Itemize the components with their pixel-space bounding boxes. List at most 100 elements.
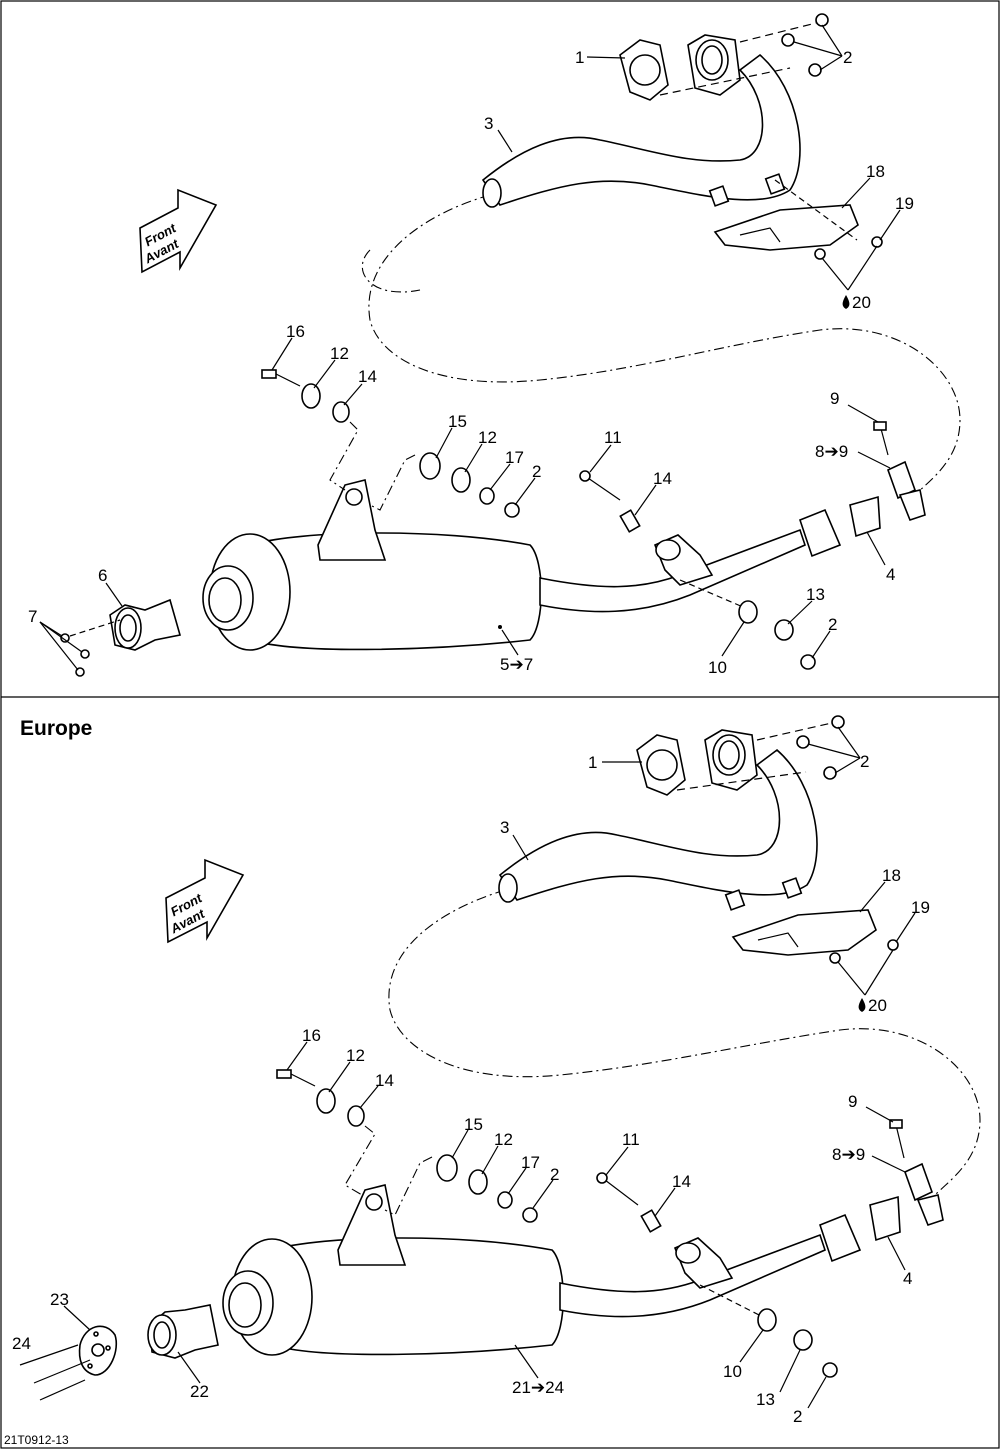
callout-9: 9	[848, 1092, 857, 1111]
screw	[814, 248, 826, 260]
callout-24: 24	[12, 1334, 31, 1353]
top-panel: Front Avant	[28, 13, 961, 677]
callout-18: 18	[866, 162, 885, 181]
callout-14: 14	[358, 367, 377, 386]
callout-20: 20	[852, 293, 871, 312]
mounting-bracket	[653, 534, 714, 586]
callout-19: 19	[911, 898, 930, 917]
callout-10: 10	[708, 658, 727, 677]
callout-17: 17	[521, 1153, 540, 1172]
washer	[316, 1088, 336, 1114]
callout-10: 10	[723, 1362, 742, 1381]
callout-2c: 2	[828, 615, 837, 634]
screw	[80, 649, 90, 659]
muffler	[222, 1184, 826, 1356]
callout-1: 1	[575, 48, 584, 67]
nut	[796, 735, 810, 749]
routing-line	[388, 889, 981, 1196]
callout-2b: 2	[532, 462, 541, 481]
screw	[829, 952, 841, 964]
callout-15: 15	[464, 1115, 483, 1134]
leader-lines	[39, 24, 901, 671]
callout-6: 6	[98, 566, 107, 585]
muffler	[202, 479, 806, 651]
washer	[468, 1169, 488, 1195]
spacer	[619, 509, 641, 533]
callout-14b: 14	[653, 469, 672, 488]
callout-16: 16	[286, 322, 305, 341]
callout-12b: 12	[494, 1130, 513, 1149]
nut	[822, 1362, 838, 1378]
callout-8-9: 8➔9	[815, 442, 848, 461]
nut	[504, 502, 520, 518]
front-direction-arrow: Front Avant	[139, 188, 218, 274]
callout-3: 3	[484, 114, 493, 133]
callout-16: 16	[302, 1026, 321, 1045]
callout-12: 12	[346, 1046, 365, 1065]
washer	[301, 383, 321, 409]
bolt-11	[596, 1172, 608, 1184]
callout-4: 4	[886, 565, 895, 584]
flange	[687, 34, 741, 96]
spark-arrester	[109, 598, 182, 651]
grommet	[419, 452, 441, 480]
callout-2c: 2	[793, 1407, 802, 1426]
spacer	[497, 1191, 513, 1209]
header-pipe	[498, 748, 818, 901]
nut	[823, 766, 837, 780]
front-direction-arrow: Front Avant	[165, 858, 245, 944]
callout-2b: 2	[550, 1165, 559, 1184]
callout-2: 2	[860, 752, 869, 771]
nut	[808, 63, 822, 77]
bolt-16	[276, 1069, 316, 1087]
heat-shield-bracket	[724, 877, 877, 956]
callout-11: 11	[604, 428, 622, 447]
panel-title: Europe	[20, 717, 92, 740]
adhesive-drop-icon	[858, 998, 866, 1012]
spacer	[479, 487, 495, 505]
callout-13: 13	[806, 585, 825, 604]
nut	[522, 1207, 538, 1223]
callout-12b: 12	[478, 428, 497, 447]
washer	[774, 619, 794, 641]
grommet	[757, 1308, 777, 1332]
callout-8-9: 8➔9	[832, 1145, 865, 1164]
nut	[781, 33, 795, 47]
callout-19: 19	[895, 194, 914, 213]
mounting-bracket	[673, 1237, 734, 1289]
screw	[60, 633, 70, 643]
callout-23: 23	[50, 1290, 69, 1309]
gasket-1	[619, 39, 669, 101]
header-pipe	[481, 53, 801, 206]
callout-22: 22	[190, 1382, 209, 1401]
callout-18: 18	[882, 866, 901, 885]
callout-7: 7	[28, 607, 37, 626]
diagram-code: 21T0912-13	[4, 1433, 69, 1447]
spark-arrester-europe	[147, 1304, 219, 1359]
callout-5-7: 5➔7	[500, 655, 533, 674]
callout-14b: 14	[672, 1172, 691, 1191]
heat-shield-bracket	[708, 173, 859, 251]
end-cap	[78, 1325, 117, 1376]
spacer	[640, 1209, 662, 1233]
callout-2: 2	[843, 48, 852, 67]
sleeve-and-clamp	[819, 1119, 944, 1263]
callout-12: 12	[330, 344, 349, 363]
leader-lines	[63, 726, 916, 1409]
bottom-panel-europe: Europe Front Avant	[12, 715, 981, 1426]
callout-20: 20	[868, 996, 887, 1015]
callout-21-24: 21➔24	[512, 1378, 564, 1397]
header-pipe-end	[498, 873, 518, 903]
bolt-11	[579, 470, 591, 482]
grommet	[436, 1154, 458, 1182]
sleeve-and-clamp	[799, 421, 926, 558]
routing-line-2	[361, 249, 421, 293]
callout-11: 11	[622, 1130, 640, 1149]
gasket-1	[636, 734, 686, 796]
bolt-16	[261, 369, 301, 387]
flange	[704, 729, 758, 791]
callout-15: 15	[448, 412, 467, 431]
spacer	[347, 1105, 365, 1127]
